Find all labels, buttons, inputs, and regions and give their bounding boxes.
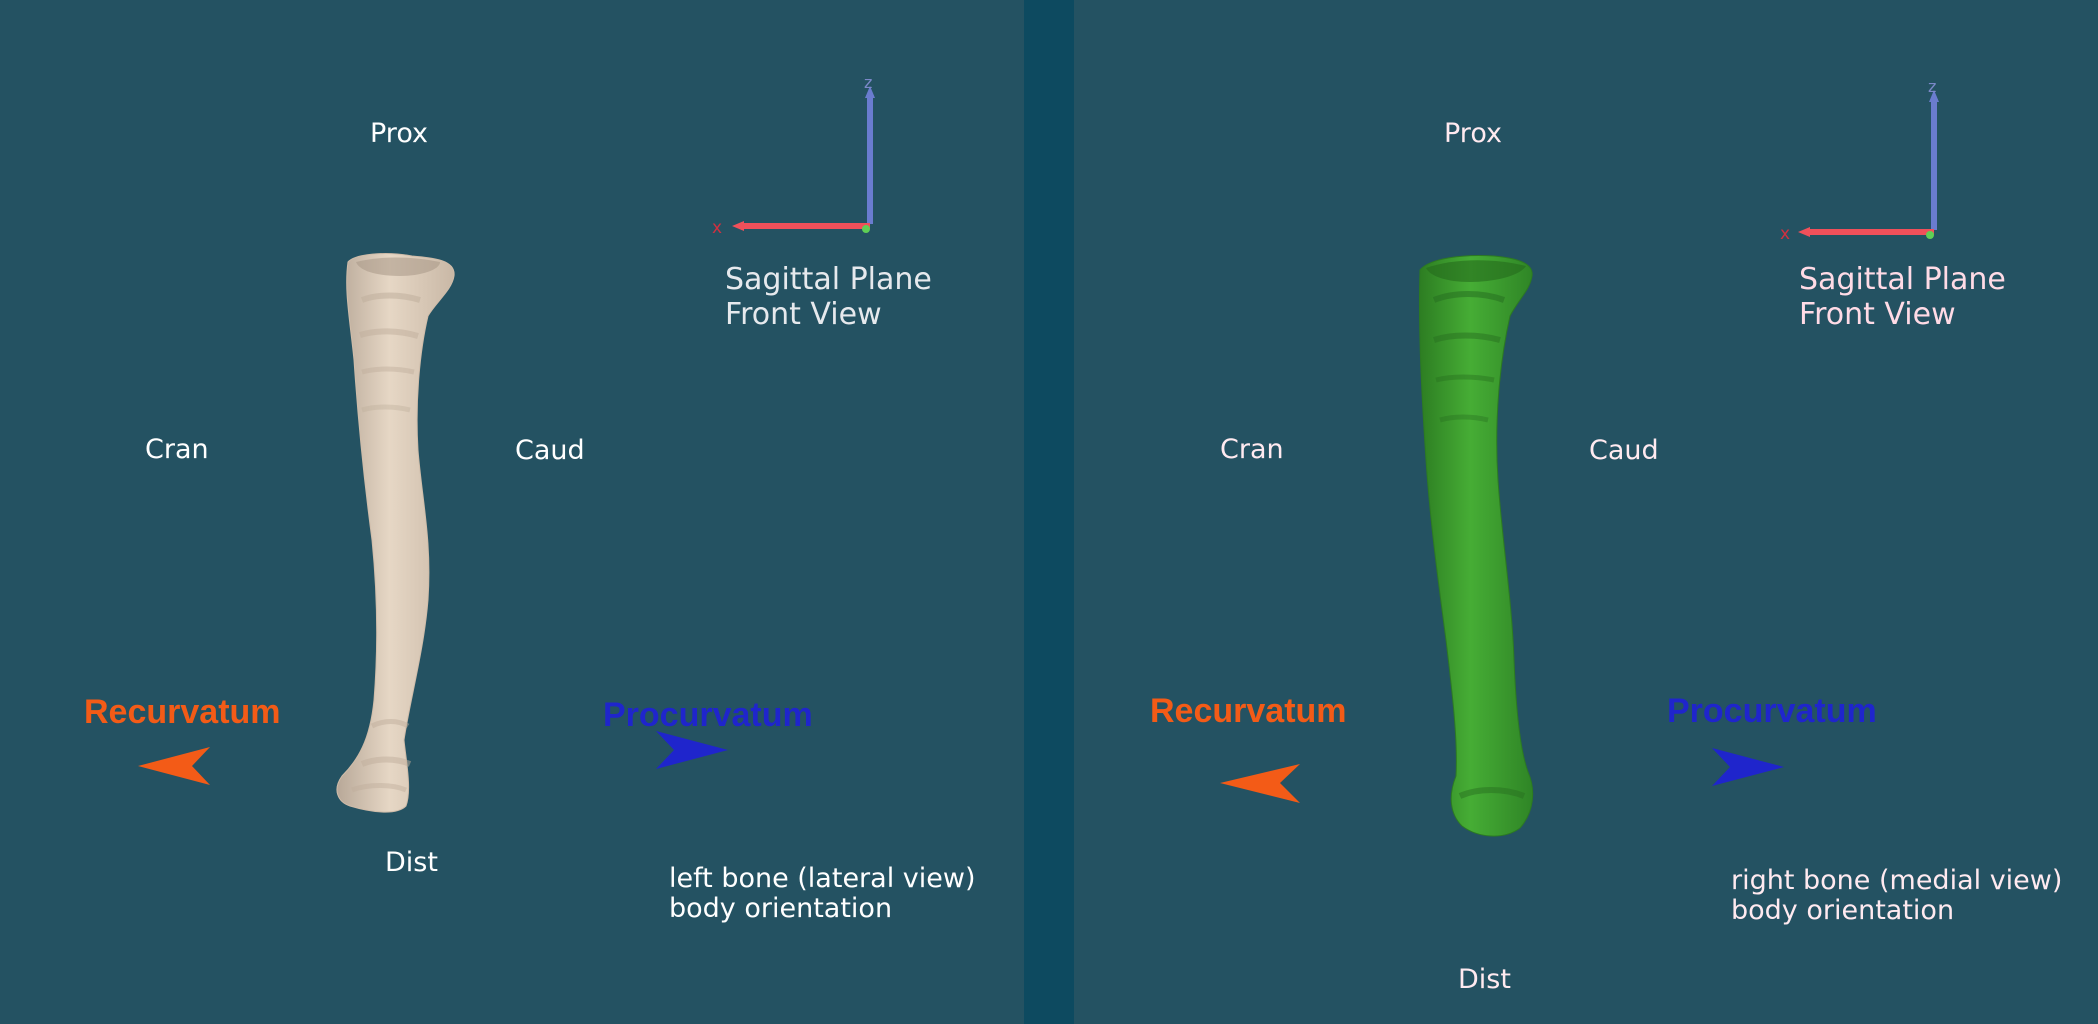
left-note-line1: left bone (lateral view) bbox=[669, 863, 976, 894]
left-z-axis-arrowhead bbox=[865, 86, 875, 98]
right-procurvatum-arrow-icon bbox=[1712, 748, 1784, 786]
left-recurvatum-arrow-icon bbox=[138, 747, 210, 785]
left-caud-label: Caud bbox=[515, 435, 585, 466]
right-caud-label: Caud bbox=[1589, 435, 1659, 466]
left-dist-label: Dist bbox=[385, 847, 438, 878]
right-panel-graphics: z x bbox=[1220, 77, 1939, 837]
left-procurvatum-label: Procurvatum bbox=[603, 696, 813, 734]
right-dist-label: Dist bbox=[1458, 964, 1511, 995]
left-bone-panel: z x Prox Dist Cran Caud Recurvatum Procu… bbox=[0, 0, 1024, 1024]
right-y-axis-dot bbox=[1926, 231, 1934, 239]
left-axis-z-label: z bbox=[864, 73, 872, 92]
right-x-axis-arrowhead bbox=[1798, 227, 1810, 237]
left-note-line2: body orientation bbox=[669, 893, 893, 924]
right-cran-label: Cran bbox=[1220, 434, 1284, 465]
right-prox-label: Prox bbox=[1444, 118, 1502, 149]
right-recurvatum-arrow-icon bbox=[1220, 764, 1300, 803]
right-axis-gizmo: z x bbox=[1780, 77, 1939, 244]
left-cran-label: Cran bbox=[145, 434, 209, 465]
left-prox-label: Prox bbox=[370, 118, 428, 149]
right-plane-line1: Sagittal Plane bbox=[1799, 262, 2006, 297]
right-plane-title: Sagittal Plane Front View bbox=[1799, 262, 2006, 332]
right-z-axis-arrowhead bbox=[1929, 90, 1939, 102]
right-bone-model[interactable] bbox=[1418, 255, 1534, 837]
left-plane-line2: Front View bbox=[725, 297, 882, 332]
right-plane-line2: Front View bbox=[1799, 297, 1956, 332]
left-plane-title: Sagittal Plane Front View bbox=[725, 262, 932, 332]
right-axis-z-label: z bbox=[1928, 77, 1936, 96]
left-bone-model[interactable] bbox=[336, 253, 455, 813]
left-y-axis-dot bbox=[862, 225, 870, 233]
left-panel-graphics: z x bbox=[138, 73, 875, 813]
left-procurvatum-arrow-icon bbox=[656, 731, 728, 769]
right-axis-x-label: x bbox=[1780, 224, 1790, 244]
left-recurvatum-label: Recurvatum bbox=[84, 693, 281, 731]
right-bone-panel: z x Prox Dist Cran Caud Recurvatum Procu… bbox=[1074, 0, 2098, 1024]
left-orientation-note: left bone (lateral view) body orientatio… bbox=[669, 864, 976, 924]
right-recurvatum-label: Recurvatum bbox=[1150, 692, 1347, 730]
right-orientation-note: right bone (medial view) body orientatio… bbox=[1731, 866, 2062, 926]
left-axis-gizmo: z x bbox=[712, 73, 875, 238]
right-procurvatum-label: Procurvatum bbox=[1667, 692, 1877, 730]
left-x-axis-arrowhead bbox=[732, 221, 744, 231]
right-note-line1: right bone (medial view) bbox=[1731, 865, 2063, 896]
left-axis-x-label: x bbox=[712, 218, 722, 238]
left-plane-line1: Sagittal Plane bbox=[725, 262, 932, 297]
right-note-line2: body orientation bbox=[1731, 895, 1955, 926]
